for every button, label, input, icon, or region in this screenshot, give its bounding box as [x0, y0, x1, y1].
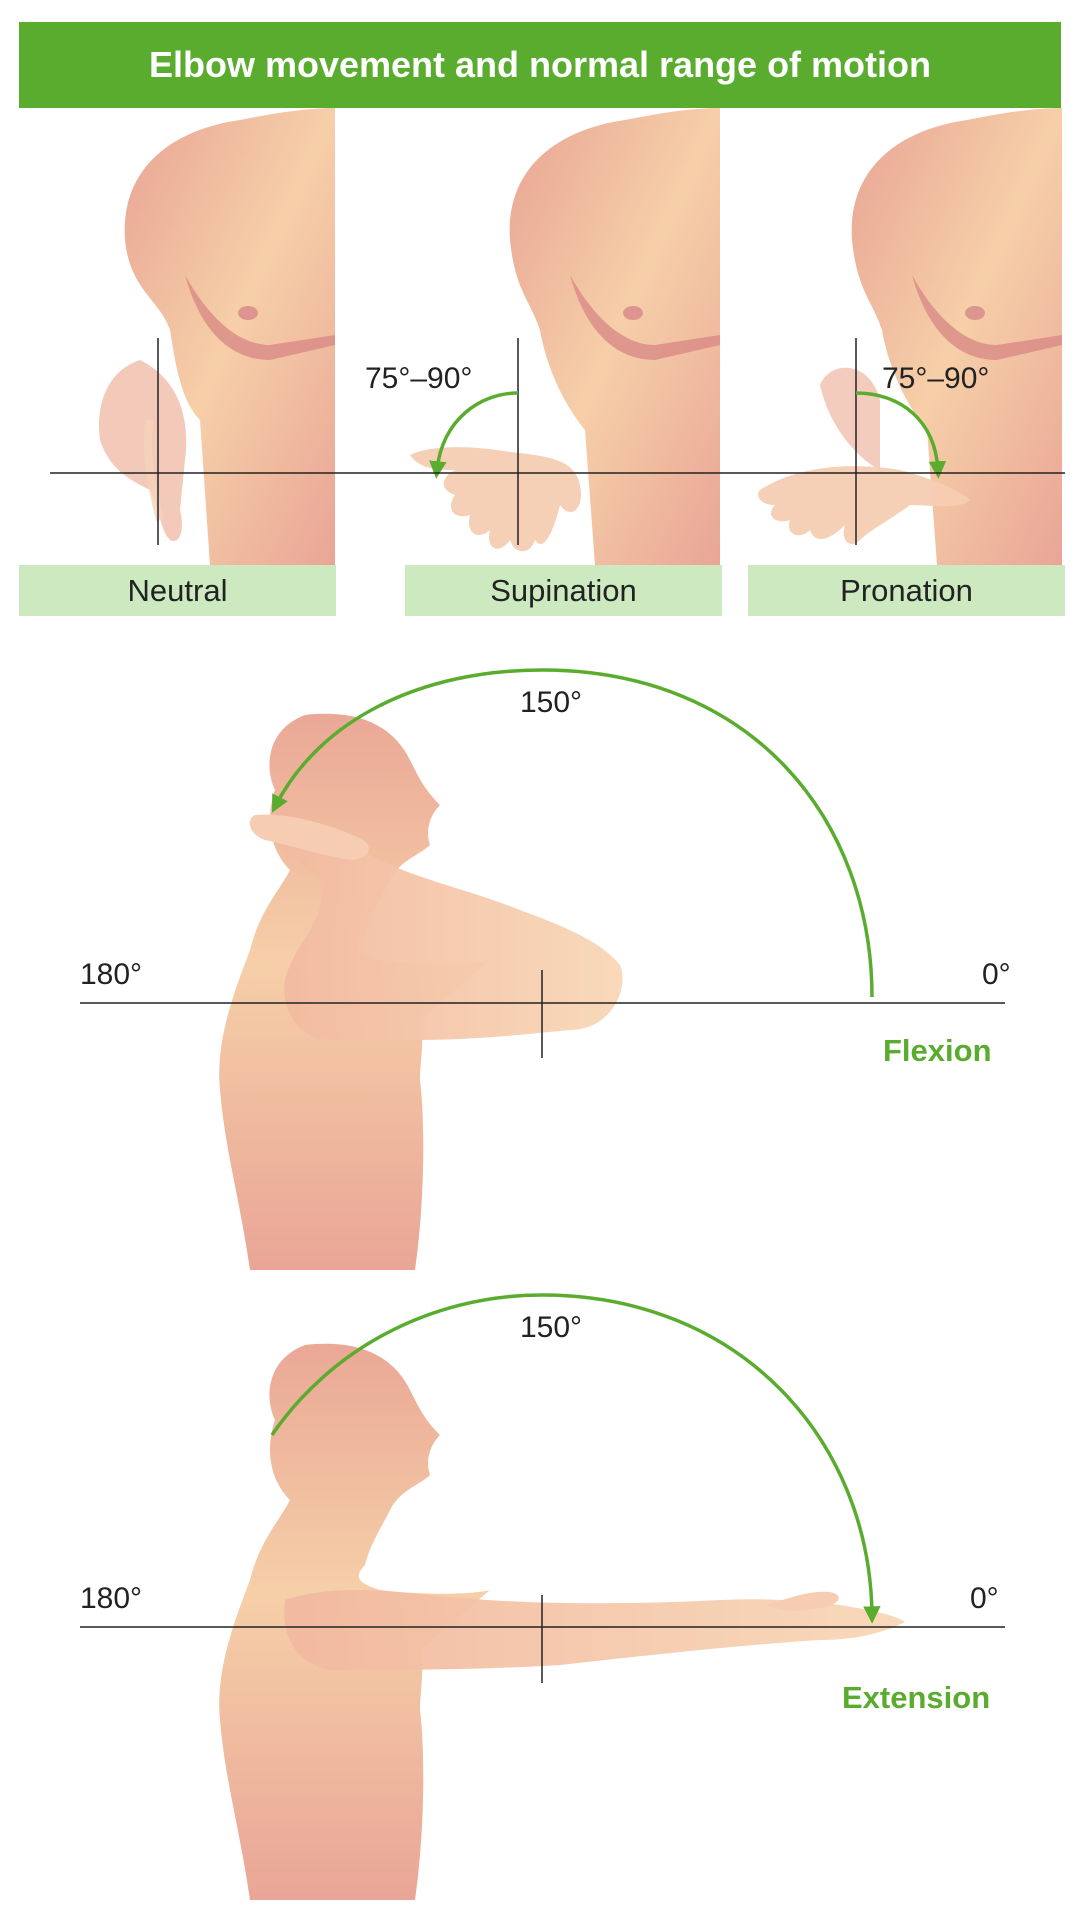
extension-label: Extension — [842, 1680, 991, 1715]
neutral-label: Neutral — [127, 572, 228, 608]
title-bar: Elbow movement and normal range of motio… — [19, 22, 1061, 108]
supination-range-label: 75°–90° — [365, 362, 473, 395]
flexion-arc-value: 150° — [520, 686, 583, 719]
extension-arc-value: 150° — [520, 1311, 583, 1344]
flexion-right-angle: 0° — [982, 958, 1011, 991]
flexion-arc-arrow — [271, 668, 874, 998]
extension-arc-arrow — [270, 1293, 881, 1624]
flexion-label: Flexion — [883, 1033, 992, 1068]
pronation-label: Pronation — [840, 572, 973, 608]
supination-label-box: Supination — [405, 565, 722, 616]
supination-label: Supination — [490, 572, 637, 608]
extension-left-angle: 180° — [80, 1582, 143, 1615]
neutral-figure — [99, 108, 335, 565]
extension-figure — [219, 1343, 906, 1900]
pronation-figure — [758, 108, 1062, 565]
pronation-range-label: 75°–90° — [882, 362, 990, 395]
extension-right-angle: 0° — [970, 1582, 999, 1615]
pronation-label-box: Pronation — [748, 565, 1065, 616]
supination-figure — [410, 108, 720, 565]
diagram-title: Elbow movement and normal range of motio… — [148, 44, 932, 85]
supination-arrow — [429, 391, 519, 479]
pronation-arrow — [855, 391, 947, 479]
flexion-figure — [219, 713, 623, 1270]
neutral-label-box: Neutral — [19, 565, 336, 616]
flexion-left-angle: 180° — [80, 958, 143, 991]
